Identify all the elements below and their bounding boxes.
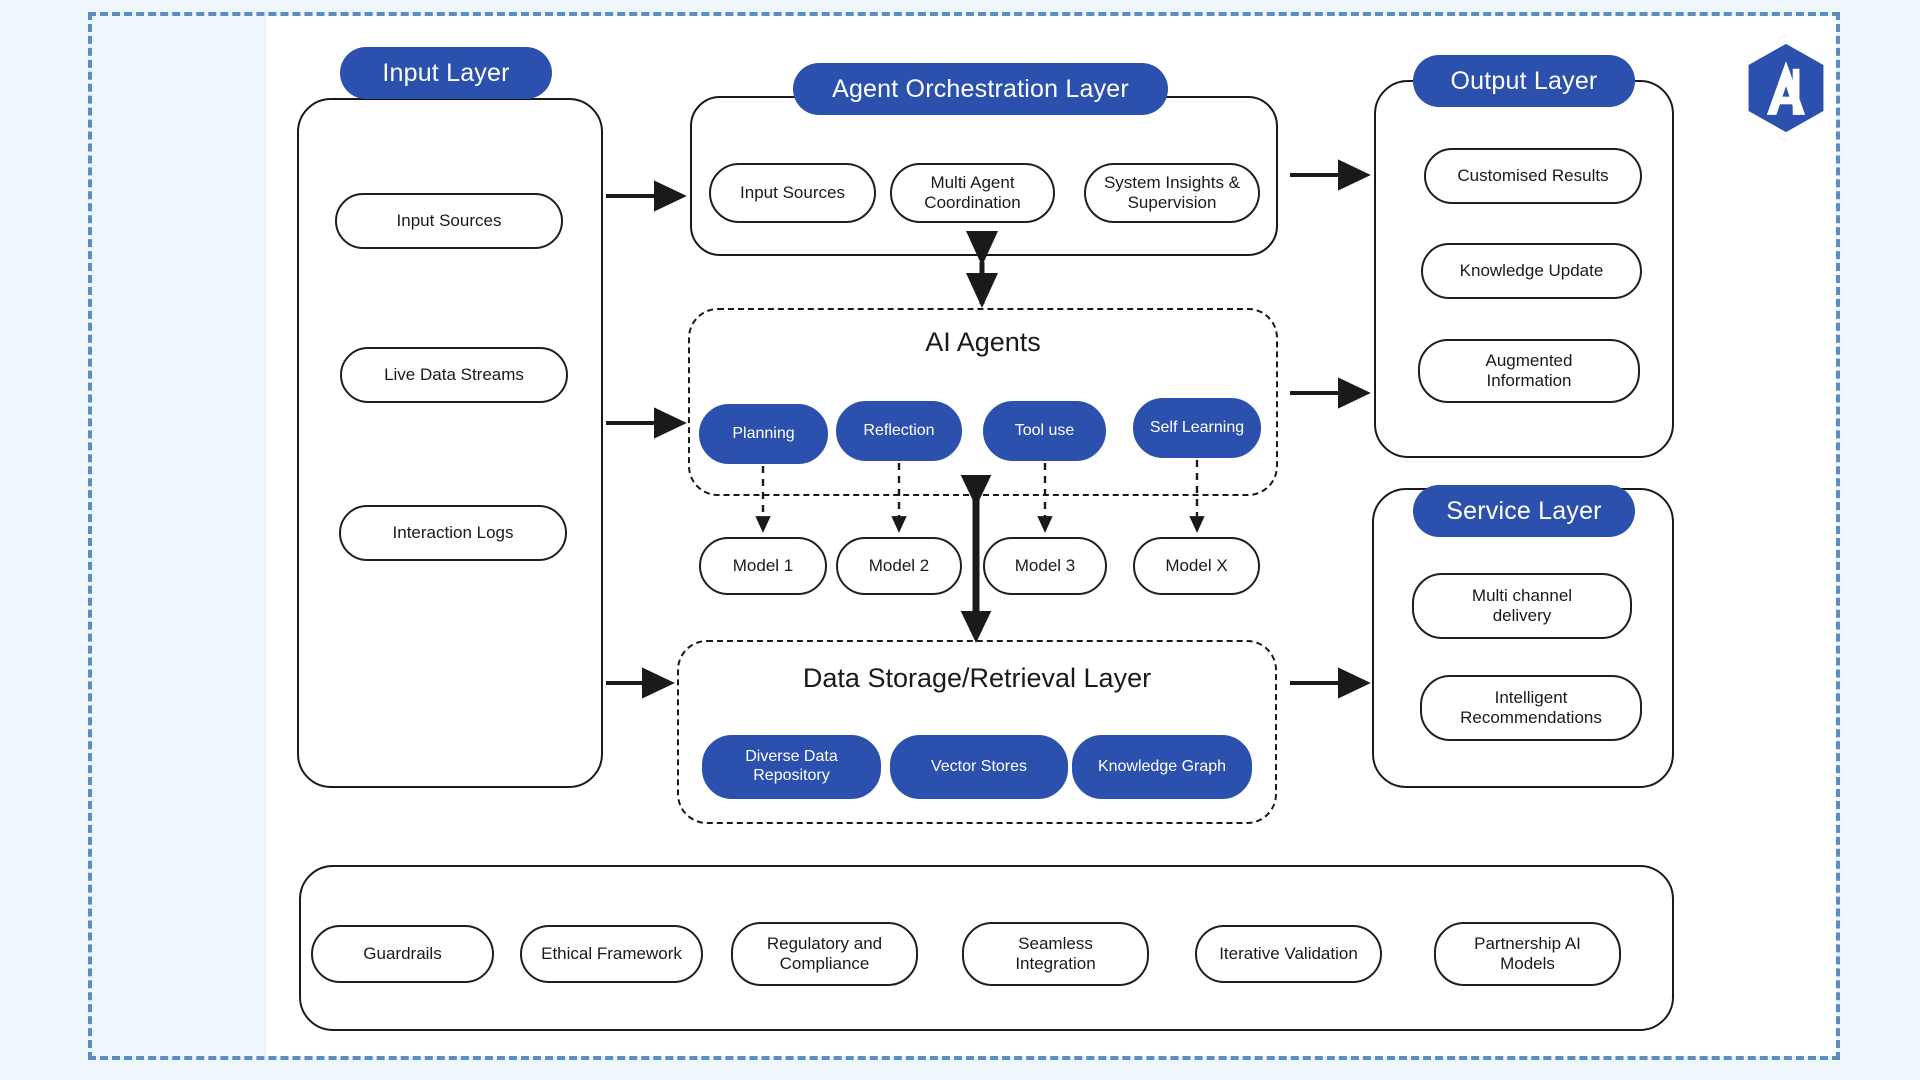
input-layer-item-interaction-logs[interactable]: Interaction Logs <box>339 505 567 561</box>
model-node-2[interactable]: Model 2 <box>836 537 962 595</box>
diagram-outer-frame <box>88 12 1840 1060</box>
input-layer-item-live-data-streams[interactable]: Live Data Streams <box>340 347 568 403</box>
orchestration-item-input-sources[interactable]: Input Sources <box>709 163 876 223</box>
governance-item-ethical-framework[interactable]: Ethical Framework <box>520 925 703 983</box>
ai-hexagon-logo <box>1738 40 1834 136</box>
input-layer-header: Input Layer <box>340 47 552 99</box>
service-layer-header: Service Layer <box>1413 485 1635 537</box>
model-node-x[interactable]: Model X <box>1133 537 1260 595</box>
orchestration-layer-header: Agent Orchestration Layer <box>793 63 1168 115</box>
governance-item-guardrails[interactable]: Guardrails <box>311 925 494 983</box>
output-layer-item-customised-results[interactable]: Customised Results <box>1424 148 1642 204</box>
data-layer-item-knowledge-graph[interactable]: Knowledge Graph <box>1072 735 1252 799</box>
governance-item-iterative-validation[interactable]: Iterative Validation <box>1195 925 1382 983</box>
model-node-3[interactable]: Model 3 <box>983 537 1107 595</box>
model-node-1[interactable]: Model 1 <box>699 537 827 595</box>
data-layer-item-vector-stores[interactable]: Vector Stores <box>890 735 1068 799</box>
output-layer-header: Output Layer <box>1413 55 1635 107</box>
ai-agent-capability-reflection[interactable]: Reflection <box>836 401 962 461</box>
input-layer-item-input-sources[interactable]: Input Sources <box>335 193 563 249</box>
ai-agent-capability-tool-use[interactable]: Tool use <box>983 401 1106 461</box>
data-layer-title: Data Storage/Retrieval Layer <box>802 663 1152 693</box>
output-layer-item-knowledge-update[interactable]: Knowledge Update <box>1421 243 1642 299</box>
ai-agents-title: AI Agents <box>925 327 1041 357</box>
orchestration-item-system-insights-supervision[interactable]: System Insights &Supervision <box>1084 163 1260 223</box>
ai-agent-capability-planning[interactable]: Planning <box>699 404 828 464</box>
ai-agent-capability-self-learning[interactable]: Self Learning <box>1133 398 1261 458</box>
